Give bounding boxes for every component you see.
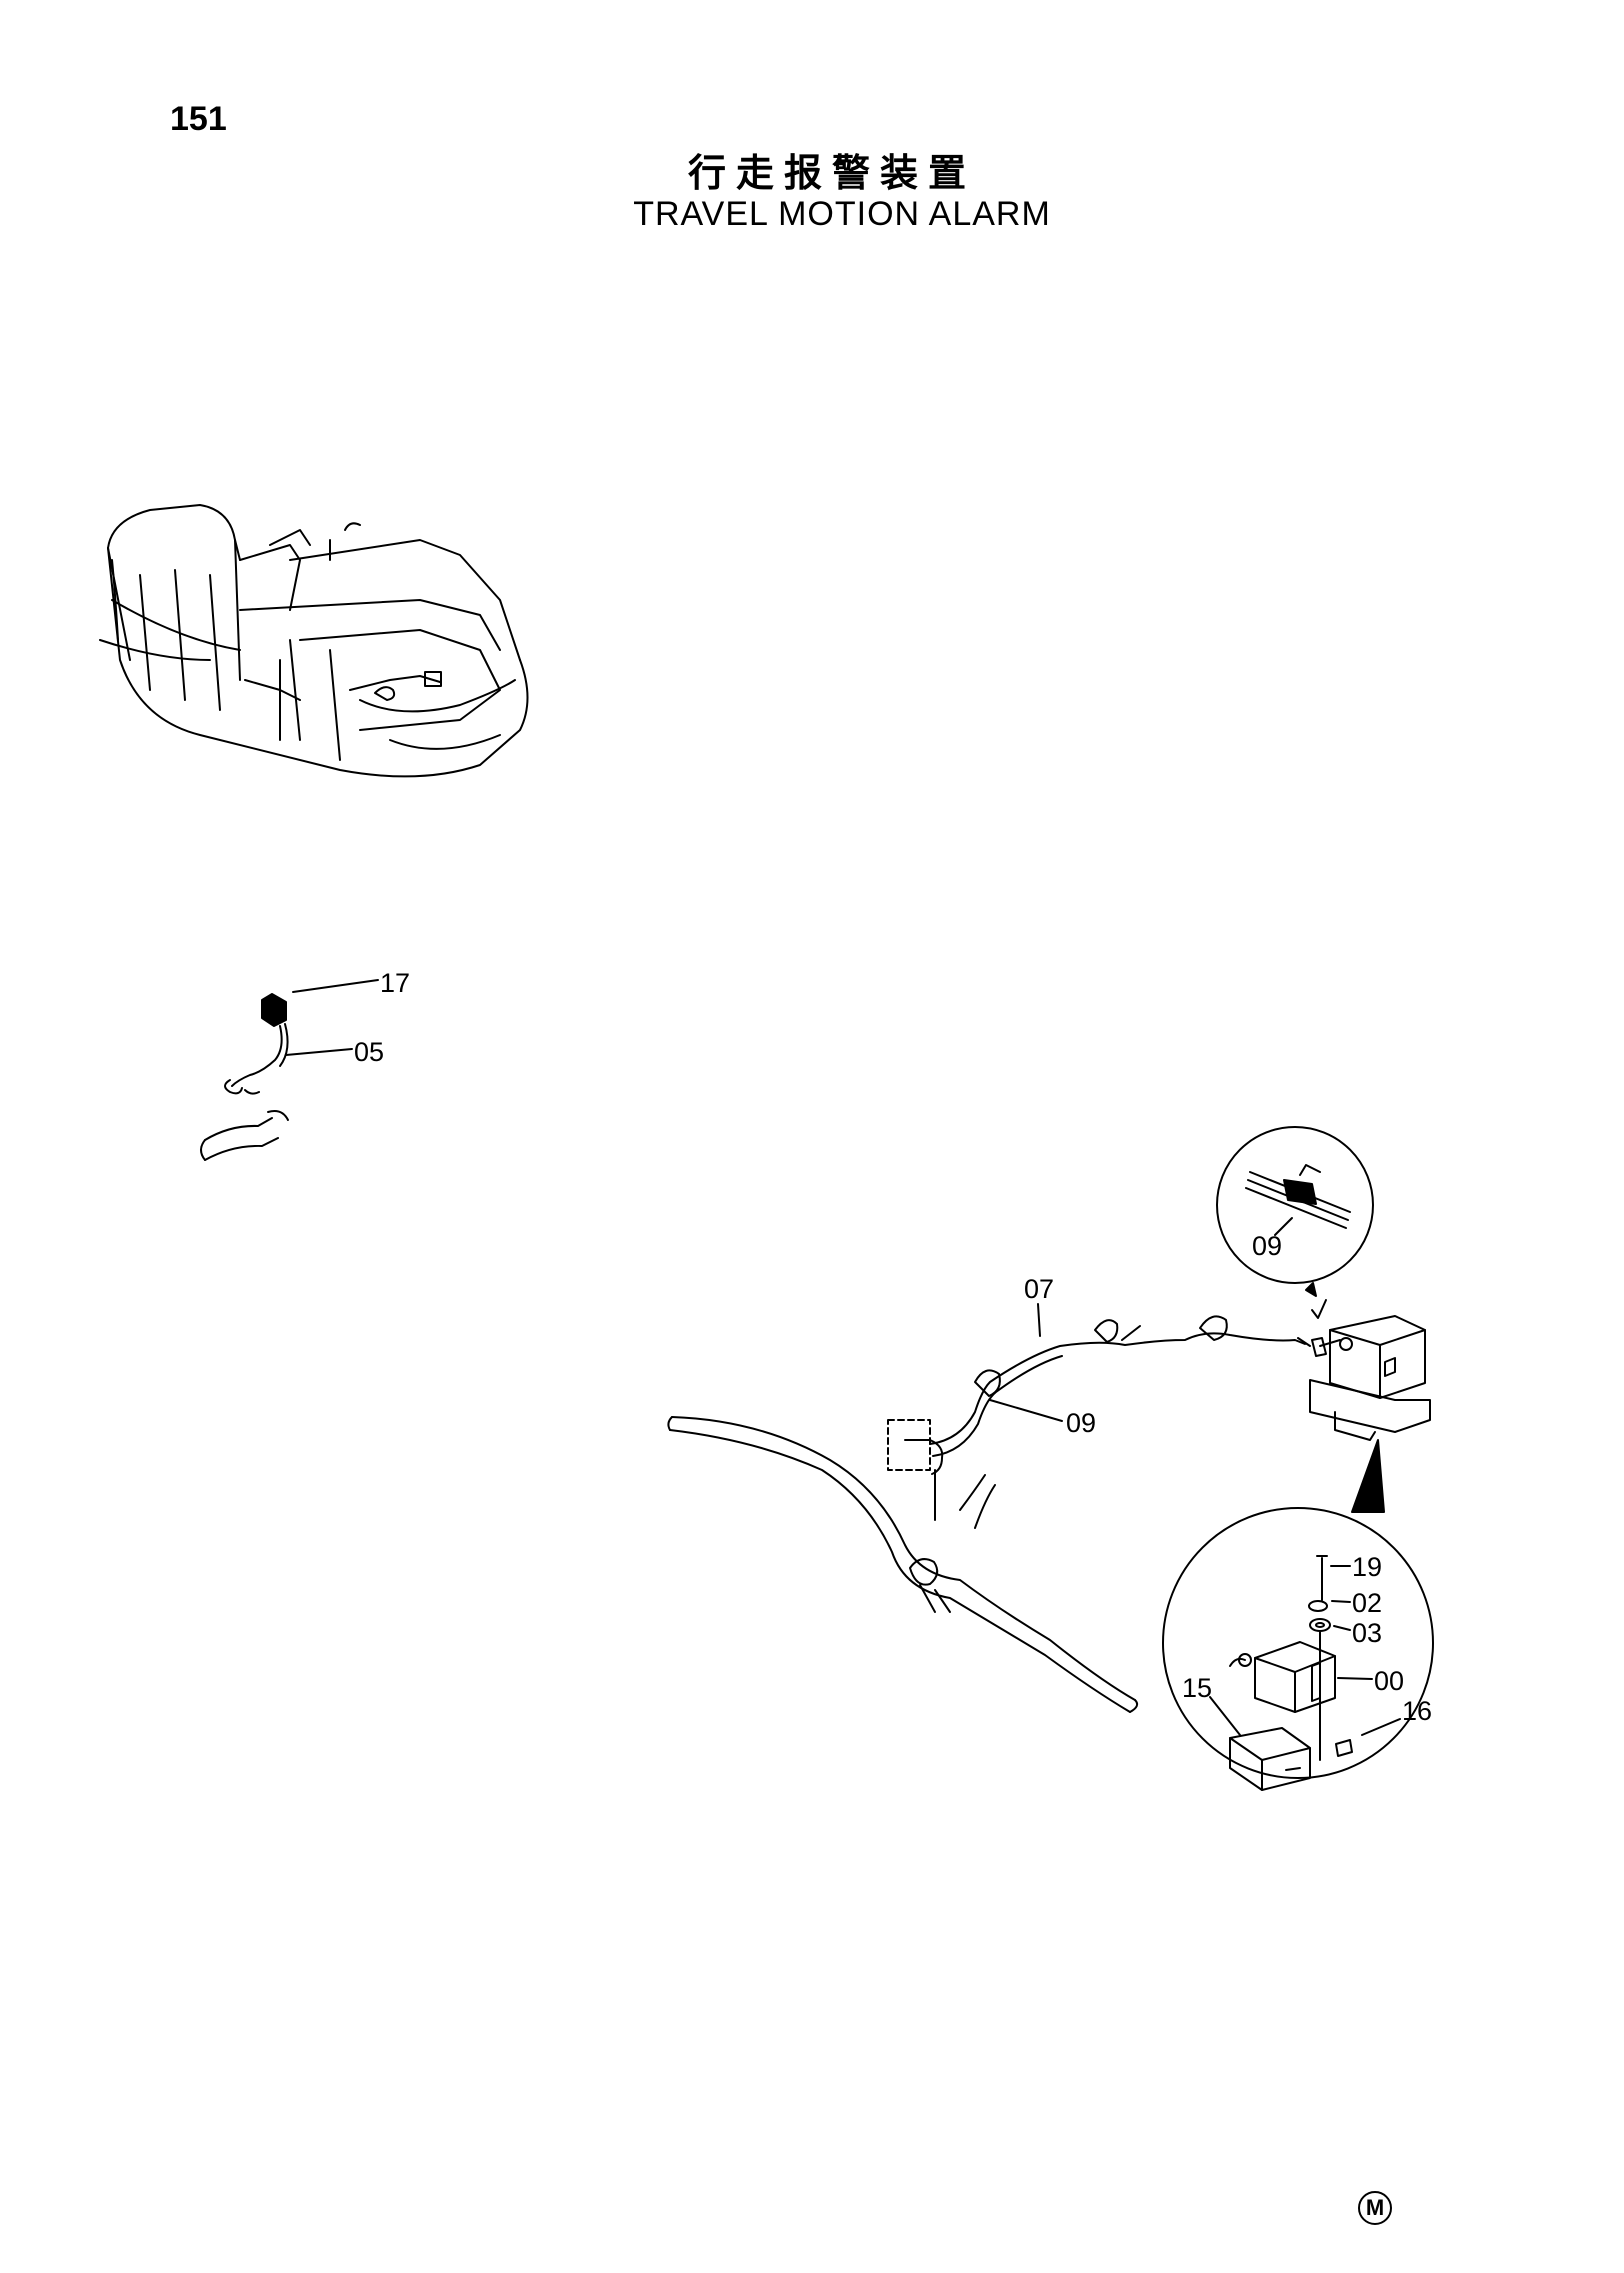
callout-17: 17 (380, 968, 410, 998)
title-english: TRAVEL MOTION ALARM (633, 195, 1051, 233)
callout-00: 00 (1374, 1666, 1404, 1696)
detail-circle-mounting (1162, 1439, 1434, 1791)
callout-02: 02 (1352, 1588, 1382, 1618)
title-chinese: 行走报警装置 (687, 151, 976, 195)
harness-assembly-05 (200, 979, 379, 1161)
main-harness (667, 1303, 1327, 1713)
callout-19: 19 (1352, 1552, 1382, 1582)
alarm-unit (1309, 1299, 1431, 1441)
callout-07: 07 (1024, 1274, 1054, 1304)
callout-03: 03 (1352, 1618, 1382, 1648)
machine-overview (99, 504, 529, 778)
callout-15: 15 (1182, 1673, 1212, 1703)
detail-circle-connector (1216, 1126, 1374, 1297)
callout-09-connector: 09 (1252, 1231, 1282, 1261)
page-number: 151 (170, 100, 227, 138)
callout-09-harness: 09 (1066, 1408, 1096, 1438)
callout-05: 05 (354, 1037, 384, 1067)
corner-mark: M (1358, 2191, 1392, 2225)
callout-16: 16 (1402, 1696, 1432, 1726)
